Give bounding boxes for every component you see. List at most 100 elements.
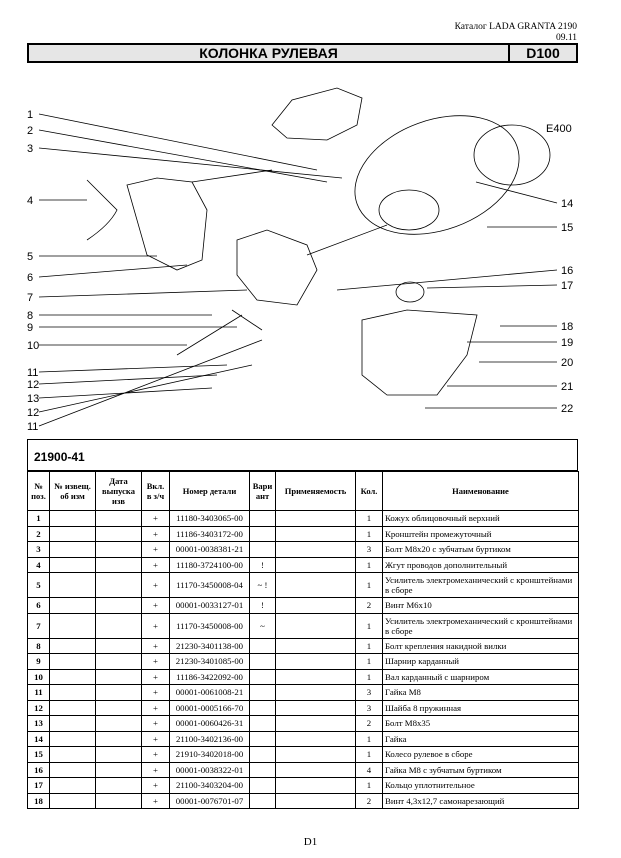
col-qty: Кол. xyxy=(355,471,383,511)
row-qty: 2 xyxy=(355,715,383,732)
model-code: 21900-41 xyxy=(27,439,578,471)
row-date xyxy=(95,715,142,732)
row-date xyxy=(95,612,142,639)
row-date xyxy=(95,746,142,763)
row-name: Болт крепления накидной вилки xyxy=(382,637,579,654)
section-title: КОЛОНКА РУЛЕВАЯ xyxy=(199,45,338,61)
steering-column-drawing xyxy=(126,177,208,271)
row-pos: 6 xyxy=(27,597,50,614)
row-name: Гайка М8 с зубчатым буртиком xyxy=(382,761,579,778)
row-variant xyxy=(249,684,276,701)
row-variant xyxy=(249,510,276,527)
row-pos: 2 xyxy=(27,525,50,542)
callout-left-13: 13 xyxy=(27,393,39,405)
callout-right-14: 14 xyxy=(561,198,573,210)
row-applicability xyxy=(275,541,356,558)
row-qty: 1 xyxy=(355,510,383,527)
row-incl: + xyxy=(141,715,170,732)
row-part-no: 00001-0060426-31 xyxy=(169,715,250,732)
row-qty: 4 xyxy=(355,761,383,778)
callout-right-18: 18 xyxy=(561,321,573,333)
row-notice xyxy=(49,792,96,809)
row-part-no: 21230-3401138-00 xyxy=(169,637,250,654)
row-incl: + xyxy=(141,684,170,701)
row-notice xyxy=(49,746,96,763)
row-notice xyxy=(49,653,96,670)
row-incl: + xyxy=(141,653,170,670)
row-qty: 3 xyxy=(355,699,383,716)
row-pos: 13 xyxy=(27,715,50,732)
callout-right-17: 17 xyxy=(561,280,573,292)
catalog-date: 09.11 xyxy=(555,33,577,43)
row-pos: 16 xyxy=(27,761,50,778)
row-part-no: 00001-0061008-21 xyxy=(169,684,250,701)
catalog-name: Каталог LADA GRANTA 2190 xyxy=(454,22,577,32)
row-date xyxy=(95,597,142,614)
row-qty: 1 xyxy=(355,653,383,670)
callout-left-4: 4 xyxy=(27,195,33,207)
row-qty: 1 xyxy=(355,777,383,794)
row-applicability xyxy=(275,746,356,763)
row-incl: + xyxy=(141,777,170,794)
eps-unit-drawing xyxy=(236,229,318,306)
row-qty: 2 xyxy=(355,792,383,809)
col-part-no: Номер детали xyxy=(169,471,250,511)
catalog-header: Каталог LADA GRANTA 2190 09.11 xyxy=(455,22,577,44)
row-applicability xyxy=(275,761,356,778)
row-applicability xyxy=(275,597,356,614)
row-incl: + xyxy=(141,556,170,573)
col-incl: Вкл. в з/ч xyxy=(141,471,170,511)
callout-left-12b: 12 xyxy=(27,407,39,419)
row-applicability xyxy=(275,684,356,701)
callout-left-8: 8 xyxy=(27,310,33,322)
callout-left-10: 10 xyxy=(27,340,39,352)
row-variant xyxy=(249,715,276,732)
row-incl: + xyxy=(141,612,170,639)
row-date xyxy=(95,510,142,527)
row-part-no: 11180-3403065-00 xyxy=(169,510,250,527)
row-qty: 1 xyxy=(355,746,383,763)
col-pos: № поз. xyxy=(27,471,50,511)
row-part-no: 21910-3402018-00 xyxy=(169,746,250,763)
row-name: Гайка М8 xyxy=(382,684,579,701)
row-qty: 1 xyxy=(355,572,383,598)
row-part-no: 21100-3402136-00 xyxy=(169,730,250,747)
row-notice xyxy=(49,761,96,778)
row-date xyxy=(95,699,142,716)
row-variant xyxy=(249,541,276,558)
row-incl: + xyxy=(141,637,170,654)
row-incl: + xyxy=(141,699,170,716)
row-qty: 3 xyxy=(355,684,383,701)
row-name: Болт М8х20 с зубчатым буртиком xyxy=(382,541,579,558)
section-title-bar: КОЛОНКА РУЛЕВАЯ D100 xyxy=(27,43,578,63)
row-incl: + xyxy=(141,792,170,809)
callout-left-5: 5 xyxy=(27,251,33,263)
row-name: Гайка xyxy=(382,730,579,747)
row-part-no: 00001-0038322-01 xyxy=(169,761,250,778)
row-part-no: 11170-3450008-04 xyxy=(169,572,250,598)
callout-left-6: 6 xyxy=(27,272,33,284)
row-variant xyxy=(249,637,276,654)
row-qty: 3 xyxy=(355,541,383,558)
row-applicability xyxy=(275,730,356,747)
upper-shroud-drawing xyxy=(271,87,363,141)
row-applicability xyxy=(275,637,356,654)
row-date xyxy=(95,653,142,670)
row-incl: + xyxy=(141,541,170,558)
row-name: Жгут проводов дополнительный xyxy=(382,556,579,573)
row-notice xyxy=(49,612,96,639)
row-pos: 3 xyxy=(27,541,50,558)
row-variant: ! xyxy=(249,556,276,573)
row-pos: 9 xyxy=(27,653,50,670)
